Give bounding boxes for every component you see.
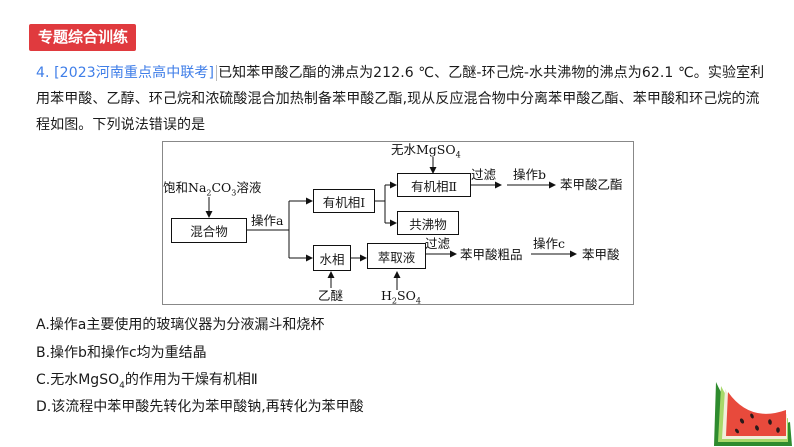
box-organic-2: 有机相Ⅱ [397,173,471,197]
label-filter-2: 过滤 [425,236,451,251]
box-organic-1: 有机相Ⅰ [313,189,375,213]
question-source: [2023河南重点高中联考] [54,65,218,81]
label-op-b: 操作b [513,167,547,182]
product-ethyl-benzoate: 苯甲酸乙酯 [560,177,623,192]
box-mixture: 混合物 [171,218,247,243]
box-aqueous: 水相 [313,245,351,271]
product-benzoic-acid: 苯甲酸 [582,247,620,262]
reagent-ether: 乙醚 [318,288,344,303]
box-extract: 萃取液 [367,243,426,269]
option-a[interactable]: A.操作a主要使用的玻璃仪器为分液漏斗和烧杯 [36,317,325,333]
reagent-h2so4: H2SO4 [381,288,421,306]
question-stem: 已知苯甲酸乙酯的沸点为212.6 ℃、乙醚-环己烷-水共沸物的沸点为62.1 ℃… [36,65,765,133]
reagent-na2co3: 饱和Na2CO3溶液 [163,180,262,198]
flowchart-lines [205,157,577,290]
reagent-mgso4: 无水MgSO4 [391,142,461,160]
crude-benzoic-acid: 苯甲酸粗品 [460,247,523,262]
watermelon-icon [714,382,792,446]
flowchart: 饱和Na2CO3溶液 混合物 操作a 有机相Ⅰ 无水MgSO4 有机相Ⅱ 共沸物… [162,141,634,305]
question-text: 4. [2023河南重点高中联考]已知苯甲酸乙酯的沸点为212.6 ℃、乙醚-环… [36,60,766,138]
label-op-c: 操作c [533,236,566,251]
question-number: 4. [36,65,50,81]
label-filter-1: 过滤 [471,167,497,182]
box-azeotrope: 共沸物 [397,211,459,235]
option-d[interactable]: D.该流程中苯甲酸先转化为苯甲酸钠,再转化为苯甲酸 [36,399,364,415]
option-c[interactable]: C.无水MgSO4的作用为干燥有机相Ⅱ [36,372,258,391]
option-b[interactable]: B.操作b和操作c均为重结晶 [36,345,207,361]
label-op-a: 操作a [251,213,284,228]
section-badge: 专题综合训练 [29,24,137,51]
